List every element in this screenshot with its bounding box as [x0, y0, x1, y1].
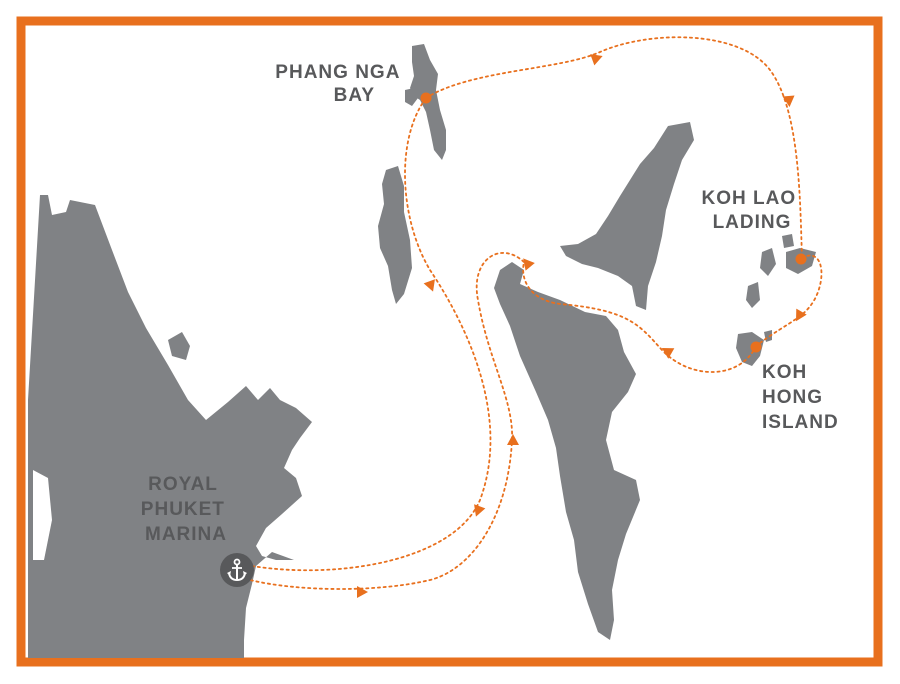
- location-labels: PHANG NGA BAY KOH LAO LADING KOH HONG IS…: [141, 62, 839, 545]
- phang-nga-islet: [405, 88, 418, 106]
- phang-nga-bay-label: PHANG NGA BAY: [275, 62, 406, 106]
- route-arrow: [474, 504, 486, 517]
- phuket-inlet: [33, 470, 52, 560]
- route-arrow: [423, 279, 435, 292]
- route-segment: [249, 252, 525, 590]
- location-markers: [220, 92, 807, 587]
- route-arrow: [523, 258, 535, 271]
- route-arrow: [590, 54, 603, 66]
- phang-nga-bay-marker: [420, 92, 432, 104]
- koh-yao-yai: [494, 262, 640, 640]
- route-arrow: [796, 308, 807, 322]
- route-arrow: [782, 95, 795, 107]
- route-segment: [522, 261, 757, 373]
- route-arrow: [357, 586, 368, 598]
- route-arrow: [661, 348, 675, 359]
- islet: [760, 248, 776, 276]
- islet: [746, 282, 760, 308]
- route-arrows: [357, 54, 807, 598]
- route-arrow: [507, 434, 519, 445]
- anchor-icon: [220, 553, 254, 587]
- koh-hong-island: [736, 332, 764, 366]
- islet: [168, 332, 190, 360]
- route-segment: [425, 36, 803, 259]
- phuket-mainland: [28, 195, 312, 658]
- koh-lao-lading-islet: [782, 234, 794, 248]
- route-segment: [251, 97, 492, 572]
- koh-hong-island-label: KOH HONG ISLAND: [762, 362, 839, 433]
- land-masses: [28, 44, 816, 658]
- koh-lao-lading-label: KOH LAO LADING: [702, 188, 803, 233]
- royal-phuket-marina-label: ROYAL PHUKET MARINA: [141, 474, 231, 545]
- koh-yao-noi: [560, 122, 694, 310]
- koh-hong-island-marker: [750, 341, 762, 353]
- koh-lao-lading-marker: [795, 253, 807, 265]
- boat-routes: [249, 36, 823, 590]
- long-island: [378, 166, 412, 304]
- route-segment: [755, 254, 823, 347]
